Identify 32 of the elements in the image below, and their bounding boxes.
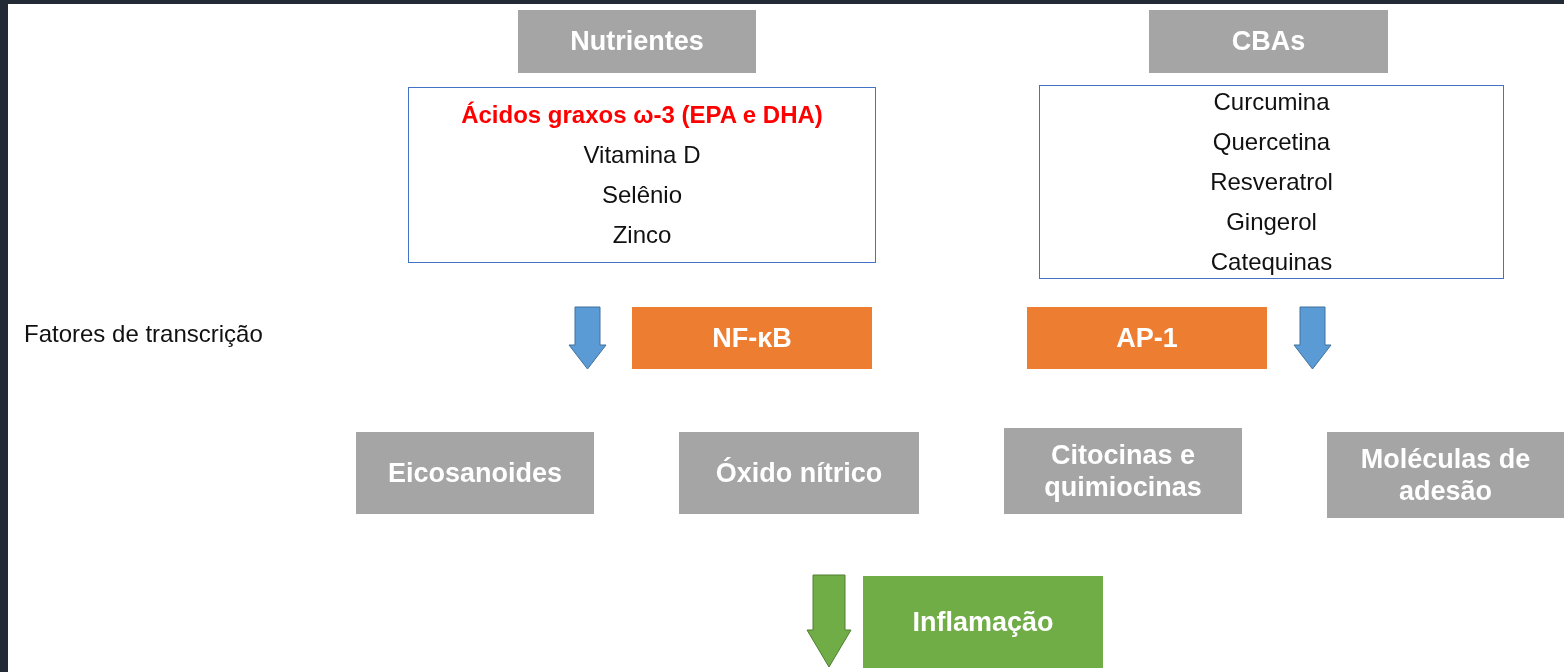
list-item: Catequinas bbox=[1210, 247, 1333, 277]
outcome-box bbox=[863, 576, 1103, 668]
list-item: Gingerol bbox=[1226, 207, 1317, 237]
box-label: Eicosanoides bbox=[387, 456, 563, 490]
list-item: Resveratrol bbox=[1210, 167, 1333, 197]
list-item: Selênio bbox=[601, 180, 683, 210]
box-label: Óxido nítrico bbox=[715, 456, 883, 490]
list-item: Curcumina bbox=[1213, 87, 1330, 117]
box-label: AP-1 bbox=[1116, 322, 1178, 354]
box-label: Moléculas de adesão bbox=[1359, 442, 1532, 508]
block-arrow bbox=[568, 306, 607, 370]
list-item: Quercetina bbox=[1212, 127, 1331, 157]
box-label: Citocinas e quimiocinas bbox=[1043, 438, 1203, 504]
highlighted-item: Ácidos graxos ω-3 (EPA e DHA) bbox=[461, 100, 823, 130]
list-item: Vitamina D bbox=[583, 140, 701, 170]
box-label: CBAs bbox=[1231, 25, 1306, 58]
category-box bbox=[1004, 428, 1242, 514]
category-box bbox=[1327, 432, 1564, 518]
box-label: NF-κB bbox=[712, 322, 792, 354]
category-box bbox=[679, 432, 919, 514]
list-item: Zinco bbox=[612, 220, 672, 250]
factor-box bbox=[632, 307, 872, 369]
category-box bbox=[1149, 10, 1388, 73]
box-label: Inflamação bbox=[912, 606, 1054, 638]
box-label: Nutrientes bbox=[570, 25, 704, 58]
category-box bbox=[356, 432, 594, 514]
block-arrow bbox=[1293, 306, 1332, 370]
item-list-box bbox=[1039, 85, 1504, 279]
row-label: Fatores de transcrição bbox=[24, 320, 263, 348]
factor-box bbox=[1027, 307, 1267, 369]
category-box bbox=[518, 10, 756, 73]
item-list-box bbox=[408, 87, 876, 263]
